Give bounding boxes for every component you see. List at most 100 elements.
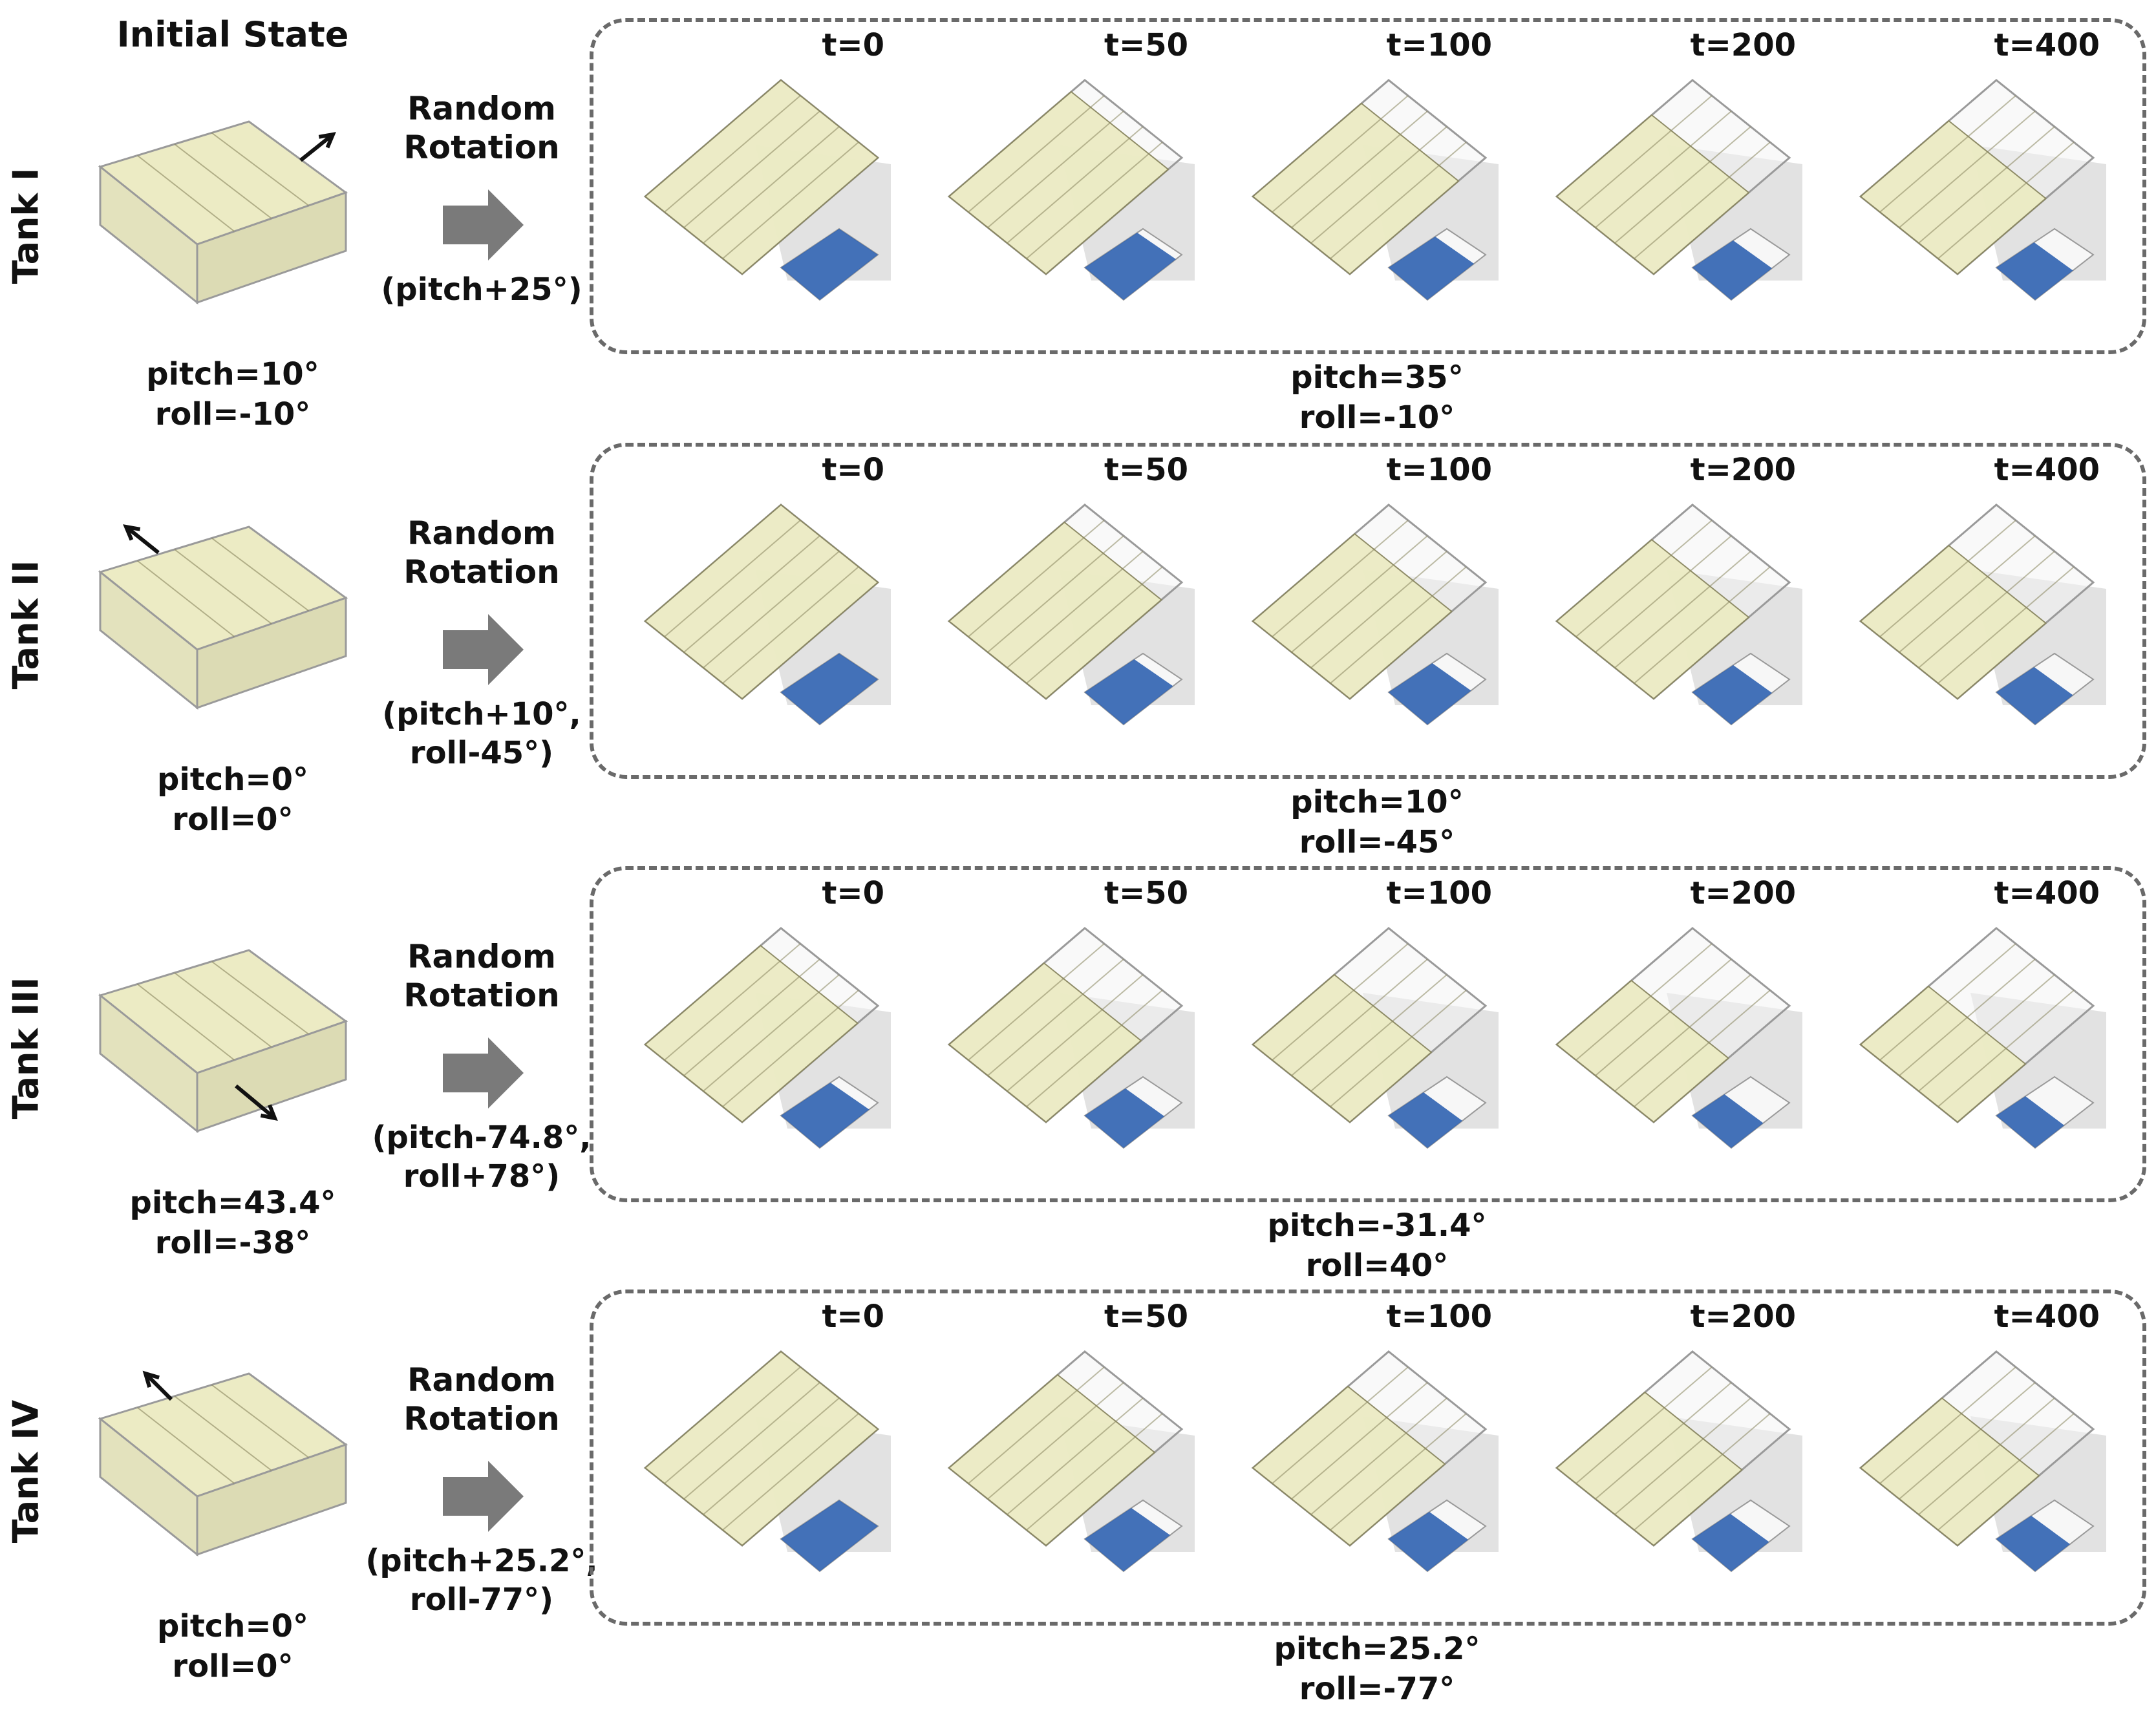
rotation-arrow — [443, 189, 527, 260]
baffle-line — [1310, 1397, 1447, 1515]
initial-state-figure — [87, 514, 359, 721]
time-label: t=0 — [822, 1299, 884, 1335]
baffle-line — [1026, 566, 1163, 684]
baffle-line — [1291, 1382, 1428, 1500]
initial-state-image — [98, 120, 348, 305]
baffle-line — [1291, 535, 1428, 653]
baffle-line — [1272, 943, 1409, 1061]
simulation-frame-image — [1251, 1350, 1499, 1573]
initial-baffle — [174, 972, 272, 1048]
particle-fill — [1692, 1094, 1764, 1148]
baffle-line — [683, 535, 820, 653]
rotation-arrow-icon — [443, 189, 524, 260]
rotation-title-line: Rotation — [403, 1400, 560, 1438]
final-angle-line: roll=-10° — [1299, 399, 1455, 436]
particle-inset — [1691, 652, 1791, 726]
baffle-line — [1918, 126, 2055, 244]
simulation-frame — [619, 1339, 897, 1610]
baffle-line — [1595, 1382, 1732, 1500]
baffle-line — [1575, 1366, 1713, 1484]
baffle-line — [1291, 111, 1428, 228]
simulation-frame-image — [643, 79, 891, 301]
baffle-line — [703, 1397, 840, 1515]
rotation-arrow-icon — [443, 1037, 524, 1109]
gravity-arrowhead — [123, 524, 141, 541]
rotation-param-line: (pitch+25.2°, — [365, 1543, 598, 1579]
time-label: t=400 — [1994, 1299, 2100, 1335]
particle-fill — [1996, 667, 2073, 725]
particle-inset — [780, 1499, 879, 1573]
final-angle-line: pitch=10° — [1290, 784, 1464, 820]
initial-baffle — [211, 132, 310, 206]
final-angles: pitch=-31.4°roll=40° — [1228, 1205, 1526, 1286]
particle-fill — [1996, 1516, 2070, 1571]
rotation-param-line: roll-77°) — [409, 1582, 554, 1618]
simulation-frame — [1227, 492, 1505, 763]
baffle-line — [1899, 535, 2036, 653]
simulation-frame — [923, 915, 1201, 1187]
baffle-line — [1330, 1413, 1467, 1531]
baffle-line — [1026, 990, 1163, 1107]
initial-tank-render — [98, 949, 348, 1134]
baffle-line — [683, 111, 820, 228]
fluid-fill — [1555, 979, 1730, 1123]
simulation-frame — [1835, 67, 2113, 339]
baffle-line — [1899, 959, 2036, 1076]
fluid-fill — [644, 944, 859, 1123]
gravity-direction-arrow — [299, 133, 334, 162]
initial-angles: pitch=10° roll=-10° — [97, 354, 368, 434]
baffle-line — [703, 974, 840, 1092]
simulation-frame-image — [1555, 79, 1802, 301]
particle-fill — [1085, 1088, 1164, 1148]
initial-tank-front — [196, 596, 347, 710]
tank-render — [947, 1350, 1195, 1573]
particle-inset — [1995, 228, 2095, 301]
particle-inset — [1387, 652, 1487, 726]
final-angle-line: pitch=25.2° — [1274, 1631, 1480, 1667]
initial-angle-line: roll=0° — [172, 1648, 294, 1684]
baffle-line — [1310, 974, 1447, 1092]
tank-render — [1251, 927, 1499, 1149]
tank-render — [643, 504, 891, 726]
baffle-line — [968, 943, 1105, 1061]
baffle-line — [1007, 551, 1144, 668]
initial-state-image — [98, 524, 348, 710]
simulation-frame — [1227, 67, 1505, 339]
tank-render — [947, 79, 1195, 301]
fluid-fill — [1252, 1385, 1446, 1547]
initial-angle-line: pitch=10° — [146, 356, 319, 392]
simulation-frame-image — [1251, 504, 1499, 726]
time-label: t=0 — [822, 875, 884, 911]
baffle-line — [1634, 142, 1771, 259]
fluid-fill — [1859, 544, 2047, 700]
particle-fill — [1389, 1092, 1462, 1148]
baffle-line — [664, 1366, 801, 1484]
tank-label: Tank I — [5, 167, 47, 284]
rotation-arrow-icon — [443, 1461, 524, 1532]
simulation-frame-image — [1859, 927, 2106, 1149]
time-label: t=400 — [1994, 875, 2100, 911]
baffle-line — [664, 95, 801, 213]
tank-render — [643, 1350, 891, 1573]
simulation-frame-image — [1859, 1350, 2106, 1573]
initial-angle-line: roll=-38° — [155, 1225, 311, 1261]
baffle-line — [987, 959, 1124, 1076]
baffle-line — [968, 520, 1105, 637]
initial-angle-line: pitch=0° — [157, 761, 308, 798]
tank-label: Tank IV — [5, 1399, 47, 1544]
tank-render — [947, 504, 1195, 726]
rotation-param-line: roll+78°) — [403, 1158, 560, 1194]
initial-baffle — [136, 154, 235, 232]
simulation-frame-image — [1555, 927, 1802, 1149]
particle-fill — [781, 653, 878, 725]
initial-state-header: Initial State — [116, 14, 349, 55]
initial-angle-line: roll=-10° — [155, 396, 311, 432]
simulation-frame — [619, 915, 897, 1187]
rotation-title-line: Random — [407, 515, 557, 552]
simulation-frame — [1227, 1339, 1505, 1610]
initial-state-figure — [87, 1361, 359, 1567]
particle-inset — [1995, 1499, 2095, 1573]
fluid-fill — [1555, 538, 1750, 700]
baffle-line — [1330, 142, 1467, 259]
particle-fill — [781, 229, 878, 300]
